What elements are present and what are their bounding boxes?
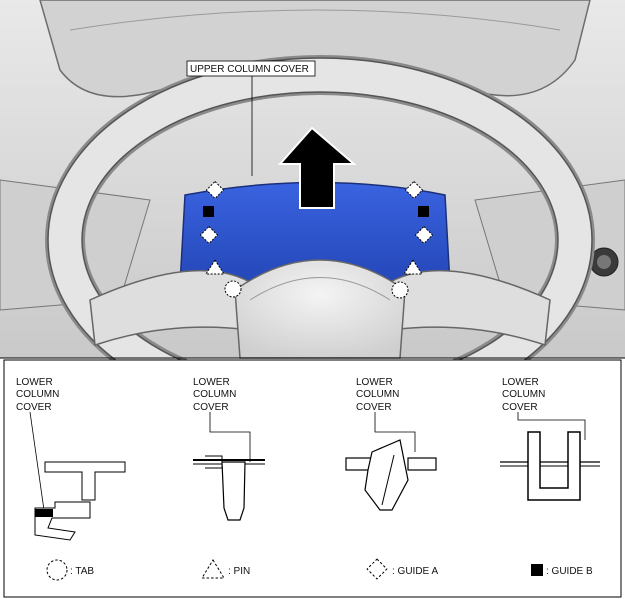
detail-label-line: COLUMN	[193, 389, 236, 400]
guide-a-marker	[414, 225, 434, 245]
guide-a-marker	[205, 180, 225, 200]
detail-tab: LOWER COLUMN COVER	[16, 377, 126, 541]
detail-label-line: LOWER	[193, 377, 230, 388]
legend-guide-b: : GUIDE B	[546, 566, 593, 577]
detail-label-line: LOWER	[16, 377, 53, 388]
tab-legend-icon	[46, 559, 68, 581]
detail-label-line: COLUMN	[502, 389, 545, 400]
detail-label-line: COVER	[193, 402, 229, 413]
detail-pin: LOWER COLUMN COVER	[193, 377, 265, 521]
steering-hub	[234, 259, 406, 359]
detail-guide-a: LOWER COLUMN COVER	[345, 377, 437, 511]
tab-marker	[224, 280, 242, 298]
upward-arrow-icon	[277, 126, 357, 209]
detail-label-line: LOWER	[502, 377, 539, 388]
guide-b-marker	[418, 206, 429, 217]
tab-marker	[391, 281, 409, 299]
detail-label-line: COLUMN	[16, 389, 59, 400]
detail-guide-b: LOWER COLUMN COVER	[500, 377, 600, 501]
upper-column-cover-shape	[179, 181, 451, 286]
legend-tab: : TAB	[70, 566, 94, 577]
guide-a-marker	[404, 180, 424, 200]
detail-label-line: COLUMN	[356, 389, 399, 400]
guide-b-marker	[203, 206, 214, 217]
pin-legend-icon	[201, 559, 225, 579]
upper-column-cover-label: UPPER COLUMN COVER	[190, 64, 309, 75]
detail-label-line: LOWER	[356, 377, 393, 388]
detail-panel: LOWER COLUMN COVER LOWER COLUMN COVER LO…	[3, 359, 622, 598]
legend-pin: : PIN	[228, 566, 250, 577]
detail-label-line: COVER	[502, 402, 538, 413]
guide-b-legend-icon	[531, 564, 543, 576]
detail-label-line: COVER	[16, 402, 52, 413]
pin-marker	[403, 259, 423, 275]
pin-marker	[205, 259, 225, 275]
legend: : TAB : PIN : GUIDE A : GUIDE B	[46, 558, 593, 581]
guide-a-legend-icon	[366, 558, 388, 580]
illustration-markers	[199, 180, 434, 299]
detail-label-line: COVER	[356, 402, 392, 413]
guide-a-marker	[199, 225, 219, 245]
upper-column-cover-callout: UPPER COLUMN COVER	[186, 60, 316, 176]
legend-guide-a: : GUIDE A	[392, 566, 438, 577]
